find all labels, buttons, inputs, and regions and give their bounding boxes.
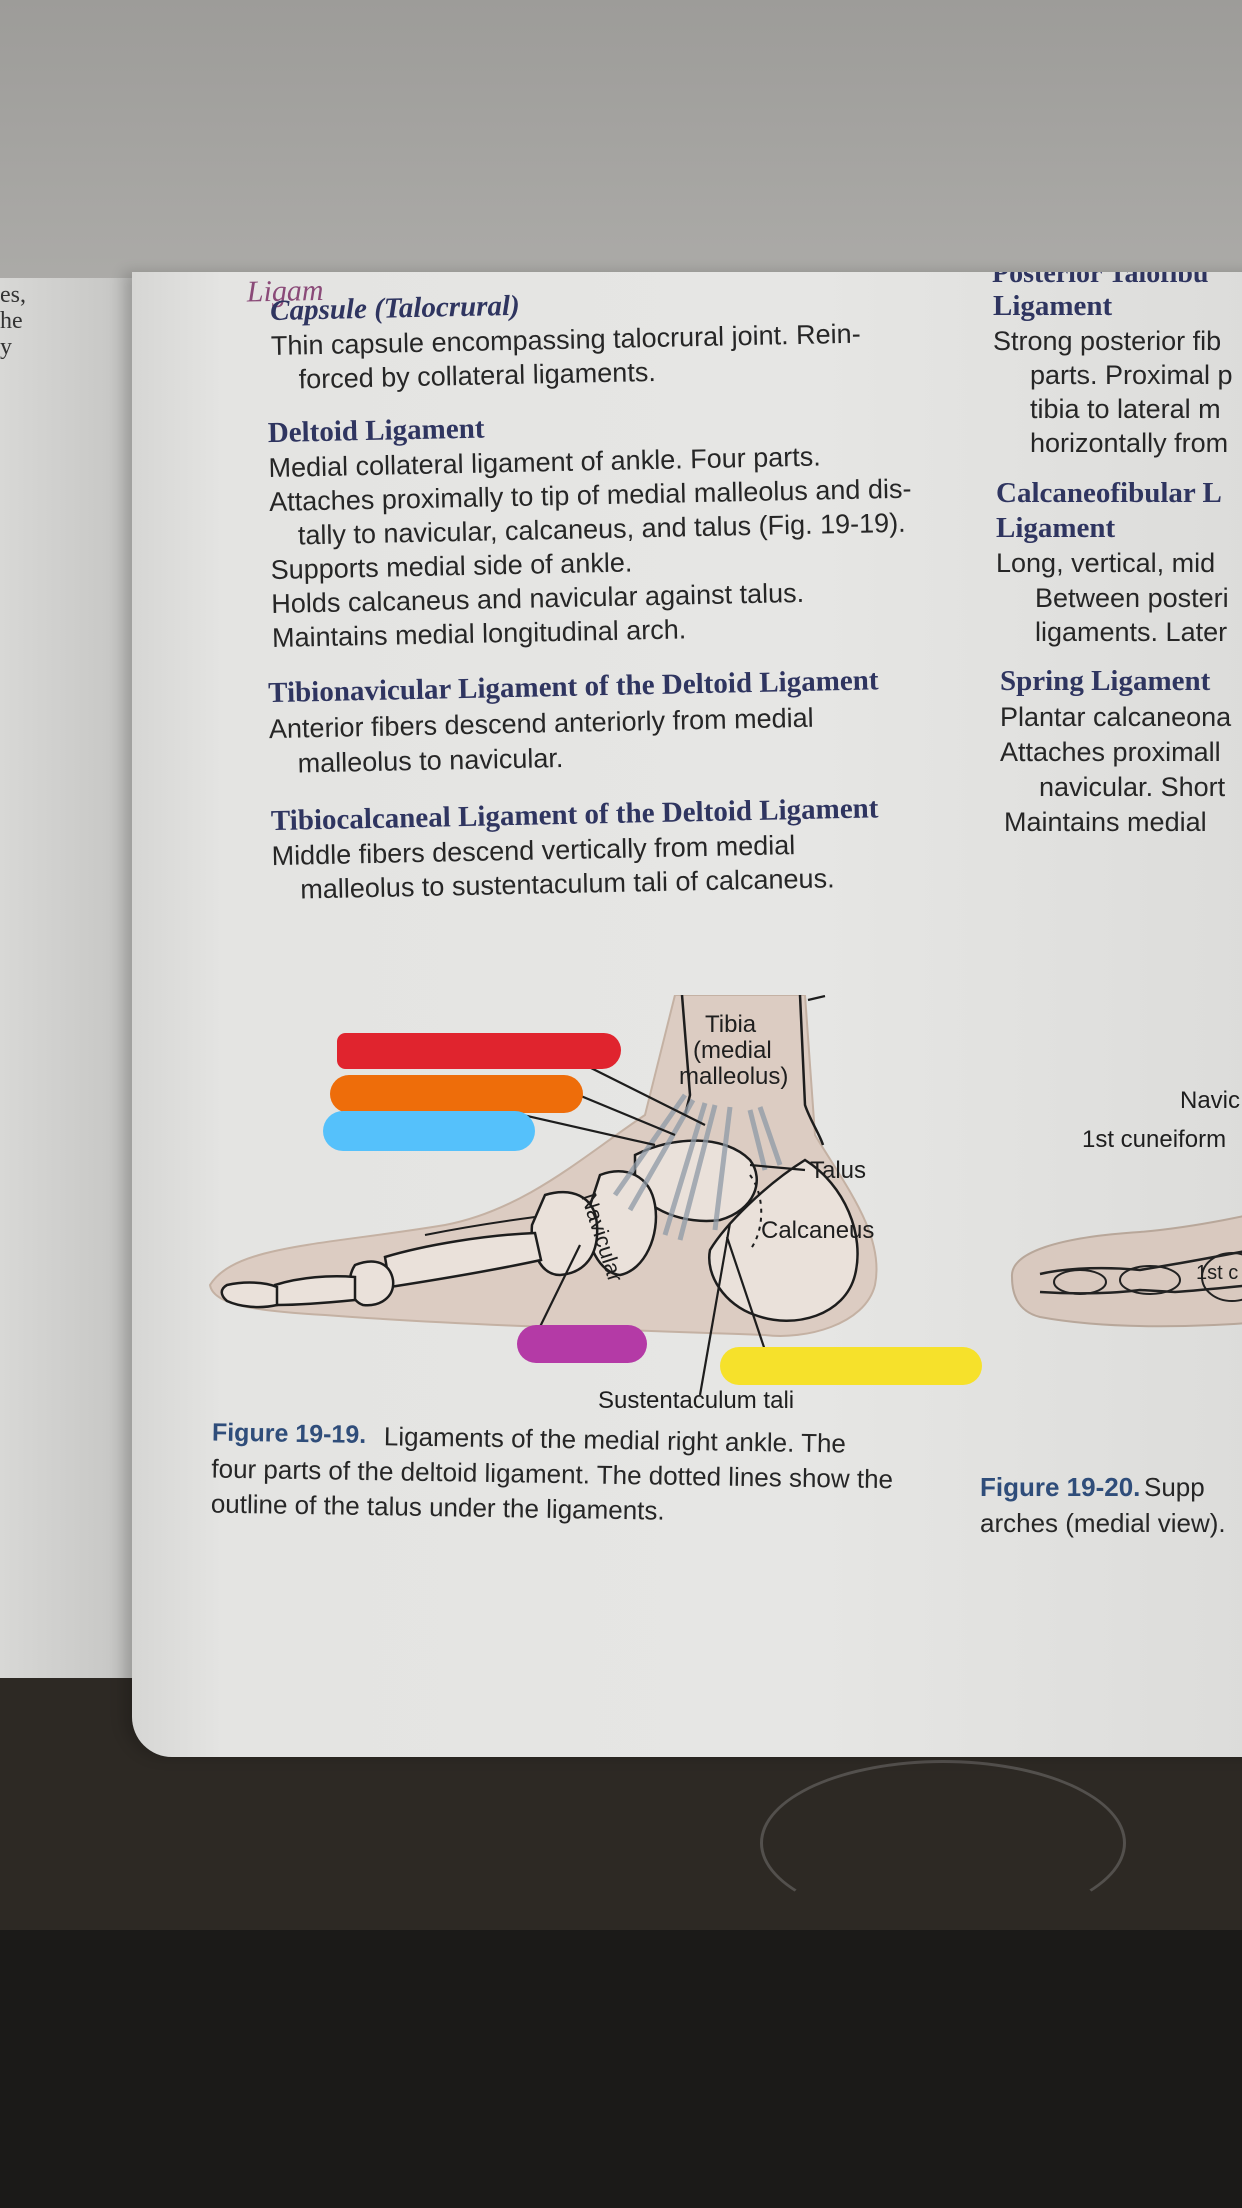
caption-right-text: Supp (1144, 1472, 1205, 1502)
navicular-label-right: Navic (1180, 1087, 1241, 1114)
right-column: Posterior Talofibu Ligament Strong poste… (132, 272, 1242, 1757)
calcaneofibular-line: Long, vertical, mid (996, 548, 1216, 578)
calcaneofibular-title: Calcaneofibular L (996, 477, 1222, 509)
calcaneofibular-title-2: Ligament (996, 512, 1116, 544)
tibia-label: (medial (693, 1037, 772, 1064)
yellow-highlight (720, 1347, 982, 1385)
calcaneofibular-line: Between posteri (1035, 583, 1229, 613)
left-page-fragment: y (0, 334, 12, 360)
left-page-edge: es, he y (0, 278, 150, 1678)
calcaneofibular-line: ligaments. Later (1035, 617, 1228, 647)
cut-top-heading: Posterior Talofibu (992, 272, 1209, 289)
purple-highlight (517, 1325, 647, 1363)
ankle-figure: Tibia (medial malleolus) Talus Calcaneus… (205, 995, 985, 1415)
background-top (0, 0, 1242, 290)
spring-ligament-title: Spring Ligament (1000, 665, 1211, 697)
spring-line: Attaches proximall (1000, 737, 1221, 767)
spring-line: navicular. Short (1039, 772, 1226, 802)
tibia-label: Tibia (705, 1011, 757, 1038)
talus-label: Talus (810, 1157, 867, 1184)
posterior-line: parts. Proximal p (1030, 360, 1233, 390)
red-highlight (337, 1033, 621, 1069)
spring-line: Plantar calcaneona (1000, 702, 1232, 732)
blue-highlight (323, 1111, 535, 1151)
cuneiform-label: 1st cuneiform (1082, 1126, 1227, 1153)
foot-illustration-right (1010, 1215, 1242, 1328)
cable (760, 1760, 1126, 1926)
foot-bones-drawing (208, 995, 878, 1396)
caption-label-right: Figure 19-20. (980, 1472, 1141, 1502)
spring-line: Maintains medial (1004, 807, 1207, 837)
cuneiform-label-small: 1st c (1196, 1262, 1239, 1284)
left-page-fragment: es, (0, 282, 26, 308)
calcaneus-label: Calcaneus (761, 1217, 875, 1244)
orange-highlight (330, 1075, 583, 1113)
sustentaculum-label: Sustentaculum tali (598, 1387, 795, 1414)
posterior-line: tibia to lateral m (1030, 394, 1221, 424)
caption-right-line2: arches (medial view). (980, 1508, 1226, 1538)
dark-bottom-area (0, 1930, 1242, 2208)
left-page-fragment: he (0, 308, 23, 334)
posterior-line: Strong posterior fib (993, 326, 1222, 356)
tibia-label: malleolus) (679, 1063, 789, 1090)
posterior-line: horizontally from (1030, 428, 1229, 458)
posterior-ligament-title: Ligament (993, 290, 1113, 322)
